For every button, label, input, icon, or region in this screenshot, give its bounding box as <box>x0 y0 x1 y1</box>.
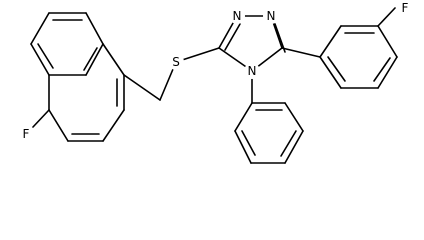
bond <box>123 74 161 101</box>
nitrogen-label-n4: N <box>248 64 257 78</box>
bond <box>274 23 286 53</box>
bond <box>377 25 398 58</box>
bond <box>284 102 304 132</box>
bond <box>32 109 50 128</box>
bond <box>373 57 391 82</box>
fluorine-label-phenyl: F <box>402 1 409 15</box>
atom-bg <box>168 54 184 70</box>
bond <box>241 130 256 156</box>
atom-bg <box>229 8 245 24</box>
bond <box>280 130 297 157</box>
atom-bg <box>397 0 413 16</box>
bond <box>319 56 342 89</box>
fluorine-label-naphthyl: F <box>23 127 30 141</box>
atom-bg <box>263 8 279 24</box>
bond <box>102 43 125 76</box>
atom-labels: F F S N N N <box>18 0 413 142</box>
molecule-structure: F F S N N N <box>18 0 413 164</box>
bond <box>37 43 54 69</box>
bond <box>234 102 253 132</box>
bond <box>85 43 104 76</box>
atom-bg <box>244 63 260 79</box>
bond <box>327 56 346 82</box>
bond <box>281 47 321 58</box>
bond <box>377 56 398 89</box>
bond <box>85 12 104 45</box>
bond <box>319 25 342 58</box>
nitrogen-label-n2: N <box>267 9 276 23</box>
atom-bg <box>18 126 34 142</box>
nitrogen-label-n1: N <box>233 9 242 23</box>
bond <box>234 130 252 164</box>
bond <box>83 47 98 71</box>
bond <box>48 109 69 142</box>
bond <box>284 130 304 164</box>
bond <box>102 109 125 142</box>
sulfur-label: S <box>172 55 180 69</box>
bond <box>30 12 50 45</box>
bond <box>30 43 50 76</box>
bonds <box>30 7 398 164</box>
bond <box>224 23 241 51</box>
bond <box>377 7 396 27</box>
